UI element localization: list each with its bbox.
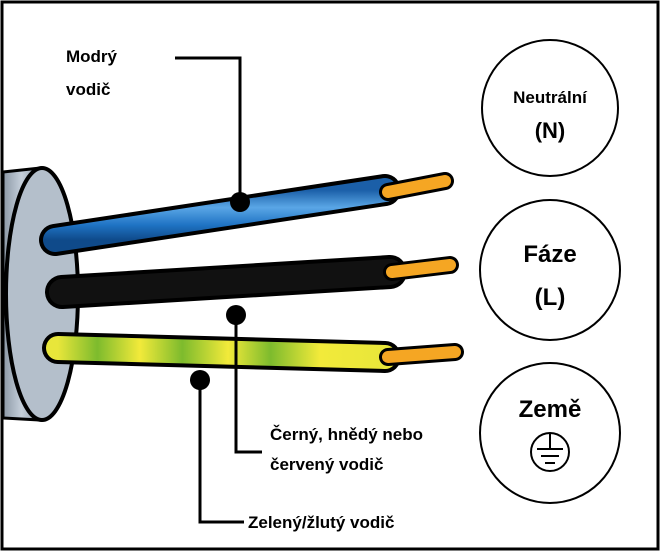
blue-wire-marker	[230, 192, 250, 212]
earth-circle: Země	[479, 362, 621, 504]
blue-wire	[39, 172, 454, 256]
blue-wire-label-line2: vodič	[66, 80, 110, 99]
neutral-title: Neutrální	[513, 88, 588, 107]
neutral-symbol: (N)	[535, 118, 566, 143]
black-wire-label-line1: Černý, hnědý nebo	[270, 425, 423, 444]
blue-wire-label-line1: Modrý	[66, 47, 118, 66]
phase-symbol: (L)	[535, 284, 566, 311]
green-yellow-wire	[42, 332, 464, 373]
green-yellow-wire-leader	[198, 380, 244, 524]
green-yellow-wire-marker	[190, 370, 210, 390]
phase-title: Fáze	[523, 241, 576, 268]
black-wire	[45, 255, 459, 309]
neutral-circle: Neutrální (N)	[481, 39, 619, 177]
phase-circle: Fáze (L)	[479, 199, 621, 341]
green-yellow-wire-label: Zelený/žlutý vodič	[248, 513, 394, 532]
earth-ground-icon	[530, 432, 570, 472]
black-wire-marker	[226, 305, 246, 325]
leader-lines	[175, 56, 262, 524]
earth-title: Země	[519, 396, 582, 423]
black-wire-label-line2: červený vodič	[270, 455, 383, 474]
blue-wire-leader	[175, 56, 242, 202]
black-wire-leader	[234, 315, 262, 454]
